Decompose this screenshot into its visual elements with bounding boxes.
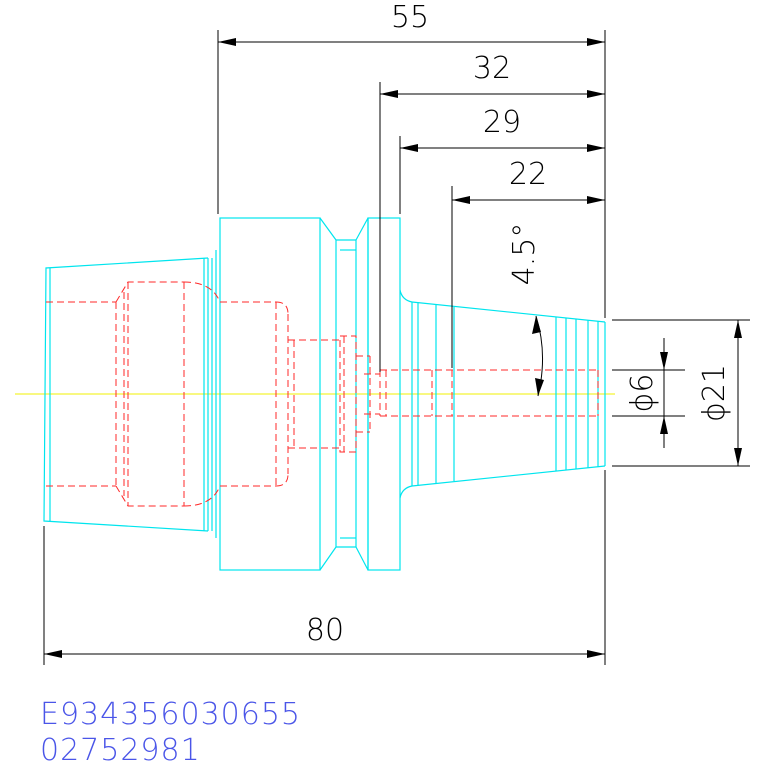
dimension-lines xyxy=(43,30,750,665)
dim-22-label: 22 xyxy=(509,157,547,192)
dimension-labels: 55 32 29 22 80 4.5° ϕ6 ϕ21 xyxy=(306,0,732,648)
dim-80-label: 80 xyxy=(306,613,344,648)
angle-label: 4.5° xyxy=(507,223,542,286)
dim-32-label: 32 xyxy=(473,51,511,86)
serial-number-text: 02752981 xyxy=(40,733,201,768)
dimension-arrows xyxy=(44,38,742,658)
dim-55-label: 55 xyxy=(391,0,429,35)
part-outline xyxy=(43,217,606,571)
dim-29-label: 29 xyxy=(483,105,521,140)
part-number-text: E934356030655 xyxy=(40,697,301,732)
diameter-21-label: ϕ21 xyxy=(697,364,732,422)
diameter-6-label: ϕ6 xyxy=(625,374,660,413)
hidden-lines xyxy=(46,281,599,507)
